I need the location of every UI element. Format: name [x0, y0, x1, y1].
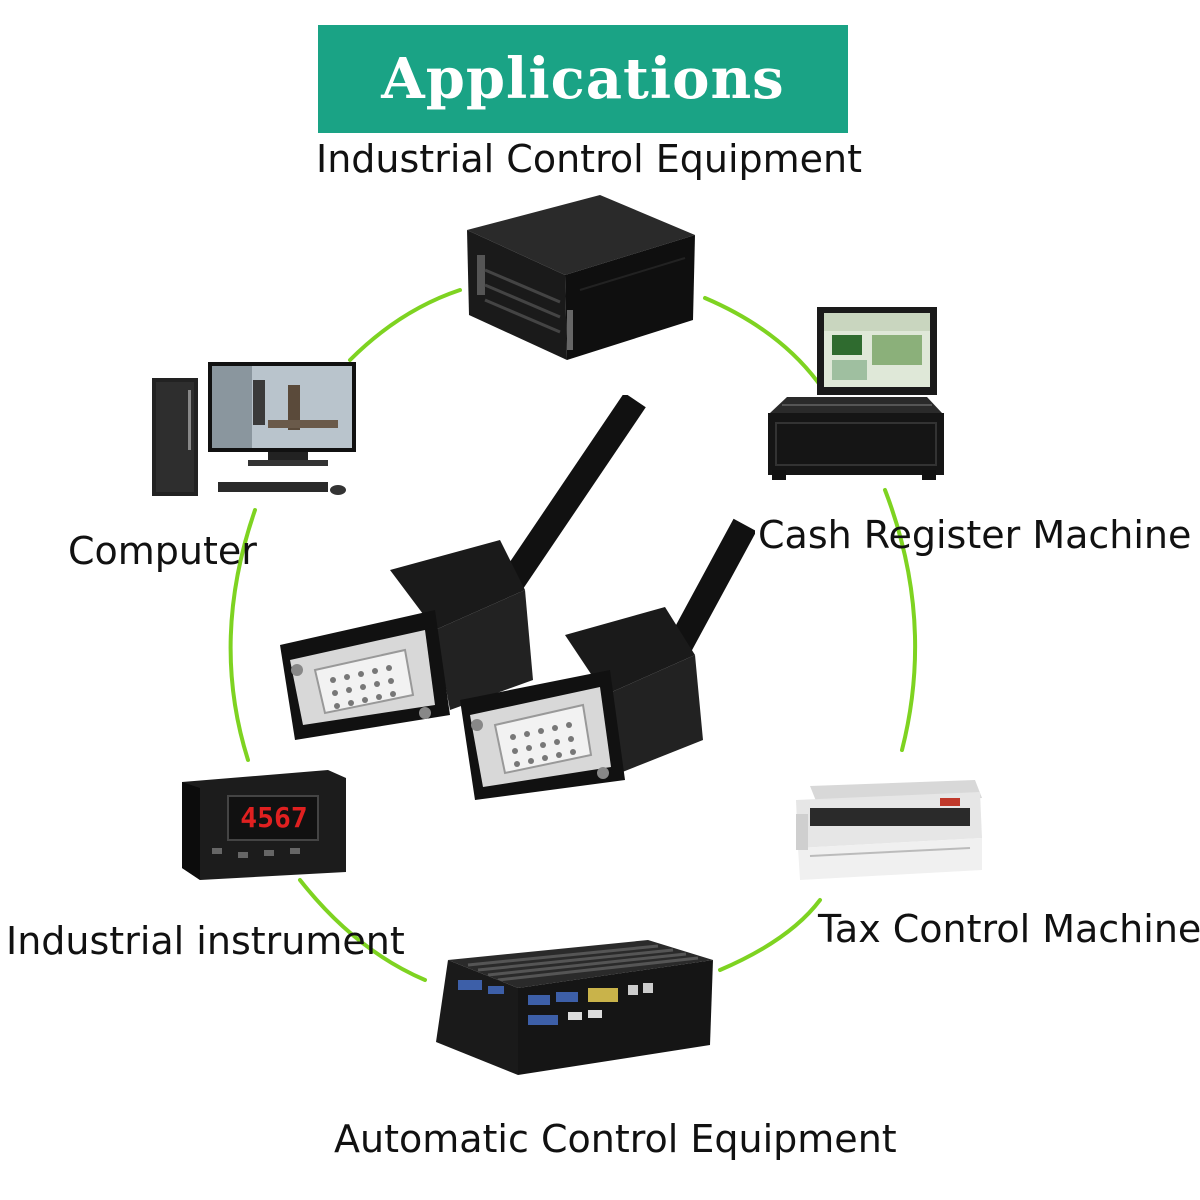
ring-arc-top-left	[348, 288, 462, 362]
tax-control-machine-image	[796, 780, 982, 880]
industrial-control-equipment-image	[467, 195, 695, 360]
ring-arc-left	[228, 508, 257, 762]
label-automatic-control-equipment: Automatic Control Equipment	[334, 1117, 897, 1161]
label-industrial-control-equipment: Industrial Control Equipment	[316, 137, 863, 181]
banner-title: Applications	[381, 46, 785, 112]
label-industrial-instrument: Industrial instrument	[6, 919, 405, 963]
industrial-instrument-image: 4567	[178, 768, 348, 880]
computer-image	[152, 362, 356, 496]
cash-register-machine-image	[768, 307, 944, 480]
db15-serial-cable-image	[280, 395, 755, 800]
ring-arc-top-right	[703, 296, 822, 387]
ring-arc-bottom-right	[718, 898, 822, 972]
instrument-display-readout: 4567	[240, 801, 308, 834]
applications-banner: Applications	[318, 25, 848, 133]
label-cash-register-machine: Cash Register Machine	[758, 513, 1192, 557]
label-computer: Computer	[68, 529, 257, 573]
automatic-control-equipment-image	[436, 940, 713, 1075]
ring-arc-bottom-left	[298, 878, 427, 982]
ring-arc-right	[883, 488, 918, 752]
label-tax-control-machine: Tax Control Machine	[818, 907, 1200, 951]
